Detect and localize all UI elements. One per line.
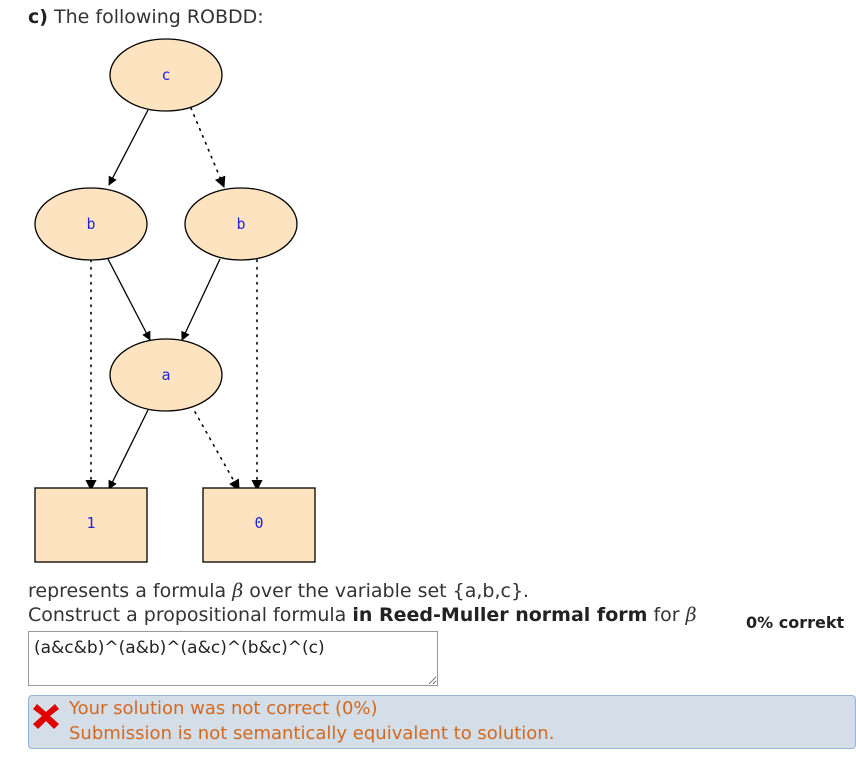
prompt-text: over the variable set {a,b,c}.: [243, 580, 530, 602]
node-c: c: [109, 38, 223, 112]
edge-c-to-b-right: [190, 107, 226, 189]
x-icon: [33, 704, 59, 729]
score-label: 0% correkt: [746, 613, 845, 632]
question-part: c): [28, 6, 48, 28]
edge-a-to-1: [108, 409, 149, 490]
node-a: a: [109, 338, 223, 412]
feedback-detail: Submission is not semantically equivalen…: [69, 723, 555, 744]
edge-b-right-to-a: [181, 258, 221, 341]
node-c-label: c: [161, 66, 170, 84]
node-a-label: a: [161, 366, 170, 384]
terminal-0: 0: [202, 487, 316, 563]
node-b-left: b: [34, 187, 148, 261]
robdd-diagram: c b b a 1 0: [34, 38, 316, 563]
terminal-0-label: 0: [254, 514, 263, 532]
prompt-line-2: Construct a propositional formula in Ree…: [28, 604, 697, 626]
beta-symbol: β: [685, 604, 697, 626]
edge-a-to-0: [194, 411, 240, 491]
prompt-emphasis: in Reed-Muller normal form: [352, 604, 648, 626]
feedback-status: Your solution was not correct (0%): [69, 698, 378, 719]
node-b-right: b: [184, 187, 298, 261]
edge-b-left-to-a: [107, 258, 151, 341]
terminal-1-label: 1: [86, 514, 95, 532]
terminal-1: 1: [34, 487, 148, 563]
prompt-text: Construct a propositional formula: [28, 604, 353, 626]
edge-c-to-b-left: [108, 109, 149, 186]
prompt-text: for: [647, 604, 686, 626]
node-b-left-label: b: [86, 215, 95, 233]
question-intro: The following ROBDD:: [54, 6, 264, 28]
feedback-box: Your solution was not correct (0%) Submi…: [28, 695, 856, 749]
prompt-line-1: represents a formula β over the variable…: [28, 580, 529, 602]
prompt-text: represents a formula: [28, 580, 233, 602]
question-heading: c) The following ROBDD:: [28, 6, 264, 28]
node-b-right-label: b: [236, 215, 245, 233]
beta-symbol: β: [232, 580, 244, 602]
answer-input[interactable]: (a&c&b)^(a&b)^(a&c)^(b&c)^(c): [28, 631, 438, 686]
